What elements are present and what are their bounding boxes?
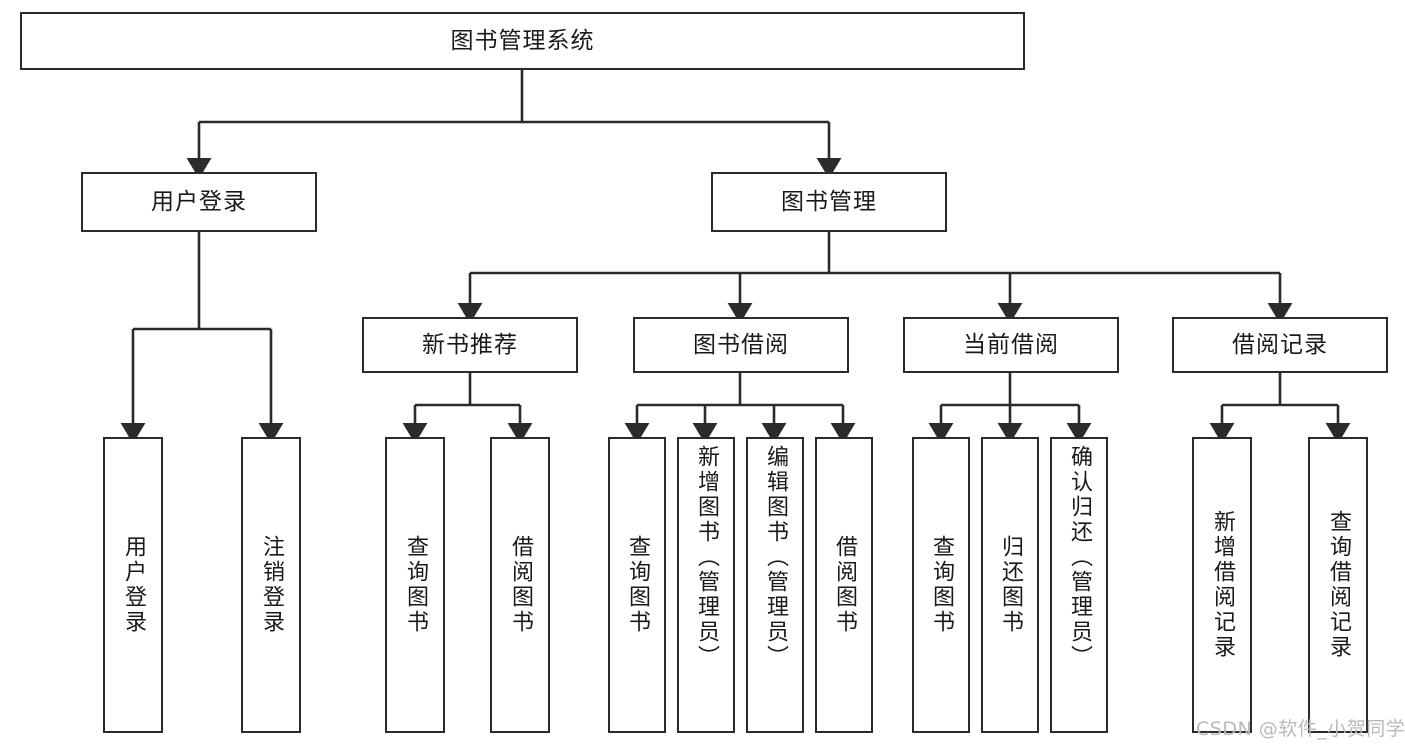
node-label: 确认归还（管理员）	[1067, 445, 1092, 670]
node-label: 查询图书	[403, 535, 428, 635]
node-label: 用户登录	[121, 535, 146, 635]
node-label: 归还图书	[998, 535, 1023, 635]
leaf-query-books-current[interactable]: 查询图书	[912, 437, 970, 733]
node-label: 当前借阅	[963, 331, 1059, 358]
node-label: 编辑图书（管理员）	[763, 445, 788, 670]
node-label: 图书管理	[781, 188, 877, 215]
node-label: 新书推荐	[422, 331, 518, 358]
leaf-query-borrowing-record[interactable]: 查询借阅记录	[1308, 437, 1368, 733]
watermark-csdn: CSDN @软件_小贺同学	[1196, 718, 1405, 740]
node-user-login[interactable]: 用户登录	[81, 172, 317, 232]
node-label: 借阅图书	[832, 535, 857, 635]
node-book-borrowing[interactable]: 图书借阅	[633, 317, 849, 373]
node-label: 借阅图书	[508, 535, 533, 635]
leaf-borrow-books-recommendation[interactable]: 借阅图书	[490, 437, 550, 733]
node-label: 新增图书（管理员）	[694, 445, 719, 670]
node-root-book-management-system[interactable]: 图书管理系统	[20, 12, 1025, 70]
node-current-borrowing[interactable]: 当前借阅	[903, 317, 1119, 373]
leaf-logout[interactable]: 注销登录	[241, 437, 301, 733]
leaf-confirm-return-admin[interactable]: 确认归还（管理员）	[1050, 437, 1108, 733]
leaf-add-borrowing-record[interactable]: 新增借阅记录	[1192, 437, 1252, 733]
leaf-query-books-borrowing[interactable]: 查询图书	[608, 437, 666, 733]
leaf-return-books[interactable]: 归还图书	[981, 437, 1039, 733]
node-label: 查询图书	[625, 535, 650, 635]
leaf-add-book-admin[interactable]: 新增图书（管理员）	[677, 437, 735, 733]
node-label: 图书借阅	[693, 331, 789, 358]
node-label: 图书管理系统	[450, 27, 595, 54]
node-label: 用户登录	[151, 188, 247, 215]
node-book-management[interactable]: 图书管理	[711, 172, 947, 232]
node-label: 借阅记录	[1232, 331, 1328, 358]
leaf-query-books-recommendation[interactable]: 查询图书	[385, 437, 445, 733]
leaf-borrow-books-borrowing[interactable]: 借阅图书	[815, 437, 873, 733]
node-label: 新增借阅记录	[1210, 510, 1235, 660]
leaf-edit-book-admin[interactable]: 编辑图书（管理员）	[746, 437, 804, 733]
node-label: 查询借阅记录	[1326, 510, 1351, 660]
node-new-book-recommendation[interactable]: 新书推荐	[362, 317, 578, 373]
node-borrowing-records[interactable]: 借阅记录	[1172, 317, 1388, 373]
node-label: 注销登录	[259, 535, 284, 635]
leaf-user-login[interactable]: 用户登录	[103, 437, 163, 733]
node-label: 查询图书	[929, 535, 954, 635]
